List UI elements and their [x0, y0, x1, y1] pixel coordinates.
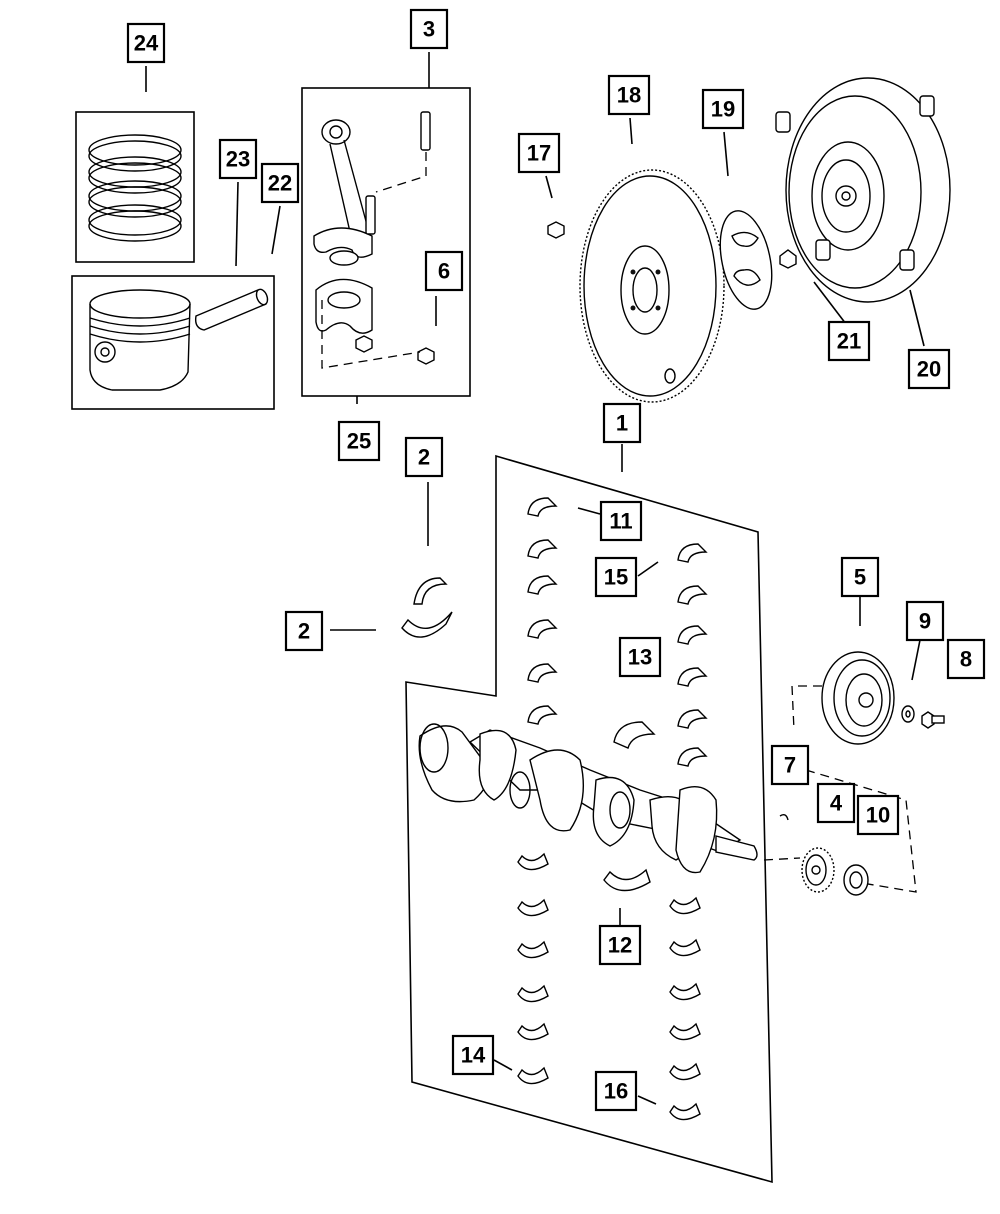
piston [89, 289, 191, 391]
callout-15: 15 [594, 556, 638, 598]
thrust-washers [330, 482, 453, 638]
torque-converter-group [775, 77, 951, 347]
callout-23: 23 [218, 138, 258, 180]
piston-pin [194, 288, 269, 331]
callout-label: 20 [917, 357, 941, 382]
connecting-rod-group [301, 52, 471, 404]
callout-11: 11 [599, 500, 643, 542]
vibration-damper [821, 651, 895, 745]
rod-bolts [365, 111, 431, 235]
callout-label: 1 [616, 411, 628, 436]
callout-label: 25 [347, 429, 371, 454]
lower-main-bearings-right [669, 896, 701, 1121]
callout-8: 8 [946, 638, 986, 680]
piston-group [71, 181, 281, 410]
spacer-plate [719, 210, 773, 310]
thrust-bearing-lower [603, 868, 651, 892]
callout-label: 2 [418, 445, 430, 470]
callout-label: 13 [628, 645, 652, 670]
callout-label: 16 [604, 1079, 628, 1104]
callout-9: 9 [905, 600, 945, 642]
crankshaft [418, 723, 758, 874]
callout-1: 1 [602, 402, 642, 444]
torque-converter [775, 77, 951, 303]
flywheel [579, 169, 725, 403]
callout-21: 21 [827, 320, 871, 362]
callout-17: 17 [517, 132, 561, 174]
thrust-bearing-upper [613, 721, 656, 749]
callout-label: 15 [604, 565, 628, 590]
callout-label: 21 [837, 329, 861, 354]
piston-rings-group [75, 66, 195, 263]
callout-5: 5 [840, 556, 880, 598]
crank-sprocket [801, 847, 835, 893]
callout-19: 19 [701, 88, 745, 130]
callout-16: 16 [594, 1070, 638, 1112]
callout-label: 9 [919, 609, 931, 634]
callout-label: 18 [617, 83, 641, 108]
callout-label: 2 [298, 619, 310, 644]
callout-22: 22 [260, 162, 300, 204]
upper-main-bearings-right [677, 543, 708, 767]
callout-2-upper: 2 [404, 436, 444, 478]
callout-14: 14 [451, 1034, 495, 1076]
callout-label: 19 [711, 97, 735, 122]
callout-18: 18 [607, 74, 651, 116]
lower-main-bearings-left [517, 852, 549, 1085]
callout-label: 12 [608, 933, 632, 958]
oil-slinger [843, 864, 869, 896]
crankshaft-board [405, 444, 773, 1184]
upper-main-bearings-left [527, 497, 558, 725]
callout-label: 3 [423, 17, 435, 42]
damper-washer [901, 705, 915, 723]
callout-label: 17 [527, 141, 551, 166]
callout-13: 13 [618, 636, 662, 678]
callout-25: 25 [337, 420, 381, 462]
callout-label: 8 [960, 647, 972, 672]
callout-label: 7 [784, 753, 796, 778]
callout-20: 20 [907, 348, 951, 390]
rod-nuts [355, 335, 435, 365]
callout-label: 24 [134, 31, 159, 56]
callout-6: 6 [424, 250, 464, 292]
callout-label: 23 [226, 147, 250, 172]
callout-4: 4 [816, 782, 856, 824]
callout-label: 11 [609, 509, 632, 534]
piston-rings [88, 134, 182, 242]
flywheel-group [545, 117, 725, 403]
connecting-rod [313, 119, 373, 266]
callout-7: 7 [770, 744, 810, 786]
callout-label: 10 [866, 803, 890, 828]
callout-24: 24 [126, 22, 166, 64]
callout-label: 4 [830, 791, 843, 816]
callout-3: 3 [409, 8, 449, 50]
callout-label: 22 [268, 171, 292, 196]
damper-bolt [921, 711, 945, 729]
callout-10: 10 [856, 794, 900, 836]
callout-label: 5 [854, 565, 866, 590]
callout-label: 6 [438, 259, 450, 284]
crank-key [779, 813, 789, 821]
converter-bolt [779, 249, 797, 269]
callout-2-lower: 2 [284, 610, 324, 652]
vibration-damper-group [763, 594, 945, 896]
flywheel-bolt [547, 221, 565, 239]
callout-12: 12 [598, 924, 642, 966]
rod-cap [315, 278, 373, 334]
spacer-plate-group [719, 131, 797, 310]
callout-label: 14 [461, 1043, 486, 1068]
